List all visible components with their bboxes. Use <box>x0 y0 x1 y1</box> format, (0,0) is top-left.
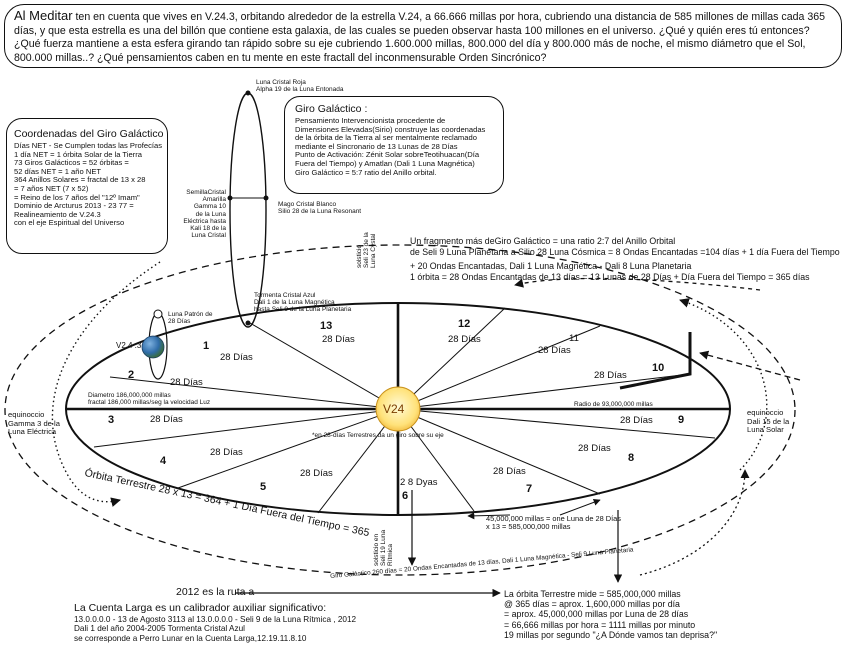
coords-line: 364 Anillos Solares = fractal de 13 x 28 <box>14 175 146 185</box>
coords-line: Realineamiento de V.24.3 <box>14 209 101 219</box>
intro-lead: Al Meditar <box>14 8 73 23</box>
intro-box: Al Meditar ten en cuenta que vives en V.… <box>4 4 842 68</box>
center-note: *en 28-días Terrestres da un giro sobre … <box>312 432 444 439</box>
sector-lines <box>93 307 716 514</box>
sector-num: 9 <box>678 414 685 426</box>
sector-days: 28 Días <box>578 443 611 454</box>
sun-label: V24 <box>383 402 405 416</box>
coords-line: Dominio de Arcturus 2013 - 23 77 = <box>14 201 134 211</box>
coords-line: = 7 años NET (7 x 52) <box>14 183 89 193</box>
equinox-left-label: equinoccio Gamma 3 de la Luna Eléctrica <box>8 410 60 437</box>
solstice-top-label: solsticio Seli 23 de la Luna Cystal <box>356 232 378 268</box>
sector-num: 4 <box>160 455 167 467</box>
sector-days: 28 Días <box>448 334 481 345</box>
sector-num: 1 <box>203 340 210 352</box>
coords-box: Coordenadas del Giro Galáctico Días NET … <box>6 118 168 254</box>
sector-num: 12 <box>458 318 471 330</box>
dotted-arc-right <box>679 298 768 471</box>
giro-line: de la órbita de la Tierra al ser mentalm… <box>295 133 477 143</box>
sector-num: 7 <box>526 483 533 495</box>
sector-days: 28 Días <box>620 415 653 426</box>
sector-num: 3 <box>108 414 115 426</box>
sector-num: 2 <box>128 369 135 381</box>
dotted-arc-top-right <box>514 277 761 291</box>
loop-right-label: Mago Cristal Blanco Silio 28 de la Luna … <box>278 201 362 216</box>
outer-dashed-orbit <box>4 244 796 576</box>
dotted-arc-left <box>51 261 161 507</box>
coords-line: = Reino de los 7 años del "12º Imam" <box>14 192 140 202</box>
giro-line: Giro Galáctico = 5:7 ratio del Anillo or… <box>295 167 437 177</box>
orbit-stats: La órbita Terrestre mide = 585,000,000 m… <box>504 589 718 640</box>
sector-num: 13 <box>320 320 333 332</box>
radius-marker <box>619 332 692 390</box>
moon-miles-label: 45,000,000 millas = one Luna de 28 Días … <box>486 514 621 532</box>
dotted-arc-bottom-right <box>639 469 750 576</box>
sector-days: 28 Días <box>493 466 526 477</box>
luna-patron-label: Luna Patrón de 28 Días <box>168 311 213 326</box>
loop-bottom-label: Tormenta Cristal Azul Dali 1 de la Luna … <box>254 292 352 314</box>
intro-text: ten en cuenta que vives en V.24.3, orbit… <box>14 11 826 64</box>
equinox-right-label: equinoccio Dali 15 de la Luna Solar <box>747 408 790 435</box>
sector-days: 28 Días <box>594 370 627 381</box>
sector-days: 2 8 Dyas <box>400 477 438 488</box>
giro-line: Punto de Activación: Zénit Solar sobreTe… <box>295 150 480 160</box>
sector-num: 10 <box>652 362 665 374</box>
coords-line: 73 Giros Galácticos = 52 órbitas = <box>14 158 129 168</box>
sector-days: 28 Días <box>300 468 333 479</box>
sector-days: 28 Días <box>170 377 203 388</box>
solstice-bottom-label: solsticio en Seli 19 Luna Rítmica <box>373 529 395 566</box>
sector-num: 11 <box>569 333 579 344</box>
sector-days: 28 Días <box>538 345 571 356</box>
coords-line: 52 días NET = 1 año NET <box>14 166 102 176</box>
giro-line: Fuera del Tiempo) y Amatlan (Dali 1 Luna… <box>295 158 475 168</box>
sector-days: 28 Días <box>150 414 183 425</box>
sector-num: 6 <box>402 490 409 502</box>
sector-num: 5 <box>260 481 267 493</box>
coords-lines: Días NET - Se Cumplen todas las Profecía… <box>14 141 174 228</box>
coords-line: 1 día NET = 1 órbita Solar de la Tierra <box>14 149 142 159</box>
coords-title: Coordenadas del Giro Galáctico <box>14 128 164 140</box>
route-label: 2012 es la ruta a <box>176 586 255 598</box>
radius-label: Radio de 93,000,000 millas <box>574 401 653 408</box>
cuenta-title: La Cuenta Larga es un calibrador auxilia… <box>74 602 327 614</box>
fragment-text: Un fragmento más deGiro Galáctico = una … <box>410 236 840 282</box>
loop-top-label: Luna Cristal Roja Alpha 19 de la Luna En… <box>256 79 344 94</box>
sector-days: 28 Días <box>210 447 243 458</box>
sector-days: 28 Días <box>322 334 355 345</box>
coords-line: Días NET - Se Cumplen todas las Profecía… <box>14 141 163 150</box>
cuenta-block: La Cuenta Larga es un calibrador auxilia… <box>74 602 357 643</box>
giro-title: Giro Galáctico : <box>295 103 368 115</box>
giro-line: Pensamiento Intervencionista procedente … <box>295 116 446 125</box>
earth-globe <box>141 335 165 359</box>
sector-days: 28 Días <box>220 352 253 363</box>
earth-label: V2 4 .3 <box>116 341 142 350</box>
loop-left-label: SemillaCristal Amarilla Gamma 10 de la L… <box>183 189 226 240</box>
coords-line: con el eje Espiritual del Universo <box>14 218 125 228</box>
giro-box: Giro Galáctico : Pensamiento Intervencio… <box>284 96 504 194</box>
diameter-label: Diametro 186,000,000 millas fractal 186,… <box>88 392 211 407</box>
sun-circle <box>375 386 421 432</box>
giro-line: mediante el Sincronario de 13 Lunas de 2… <box>295 141 458 151</box>
giro-line: Dimensiones Elevadas(Sirio) construye la… <box>295 124 486 134</box>
sector-num: 8 <box>628 452 635 464</box>
